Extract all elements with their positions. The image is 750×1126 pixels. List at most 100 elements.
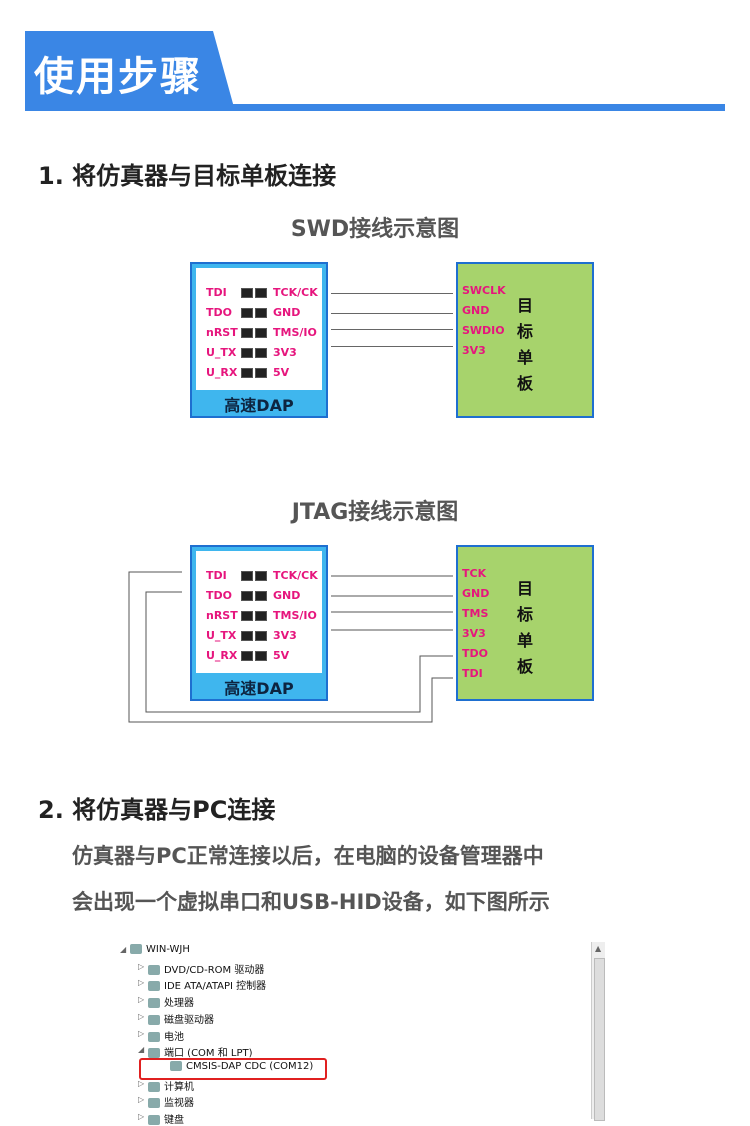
device-tree-label: 计算机 — [164, 1081, 194, 1093]
jtag-header-pin — [255, 631, 267, 641]
jtag-board-pin: TDI — [462, 667, 483, 680]
jtag-dap-pin-left: TDI — [206, 569, 227, 582]
swd-header-pin — [255, 328, 267, 338]
swd-header-pin — [241, 328, 253, 338]
battery-icon — [148, 1031, 160, 1042]
computer-icon — [130, 944, 142, 954]
device-tree-label: 处理器 — [164, 998, 194, 1010]
swd-board-pin: GND — [462, 304, 490, 317]
device-tree-label: DVD/CD-ROM 驱动器 — [164, 964, 265, 976]
jtag-header-pin — [241, 631, 253, 641]
device-tree-item[interactable]: WIN-WJH — [130, 944, 190, 955]
swd-header-pin — [255, 308, 267, 318]
swd-board-label-char: 单 — [517, 348, 534, 367]
swd-dap-pin-right: 3V3 — [273, 346, 297, 359]
device-tree-label: CMSIS-DAP CDC (COM12) — [186, 1060, 314, 1072]
cmsis-dap-highlight — [139, 1058, 327, 1080]
tree-expand-icon[interactable]: ▷ — [138, 978, 145, 988]
swd-dap-pin-right: TMS/IO — [273, 326, 317, 339]
jtag-header-pin — [241, 591, 253, 601]
device-tree-item[interactable]: 端口 (COM 和 LPT) — [148, 1044, 253, 1059]
tree-expand-icon[interactable]: ▷ — [138, 961, 145, 971]
port-icon — [170, 1060, 182, 1071]
swd-header-pin — [255, 288, 267, 298]
swd-header-pin — [255, 368, 267, 378]
device-tree-label: 磁盘驱动器 — [164, 1014, 214, 1026]
swd-board-label-char: 目 — [517, 296, 534, 315]
swd-dap-label: 高速DAP — [224, 396, 294, 415]
jtag-header-pin — [255, 591, 267, 601]
swd-wire — [331, 329, 453, 330]
jtag-dap-pin-right: 5V — [273, 649, 290, 662]
swd-header-pin — [255, 348, 267, 358]
disk-icon — [148, 1014, 160, 1025]
device-tree-label: 端口 (COM 和 LPT) — [164, 1048, 253, 1060]
device-tree-item[interactable]: 磁盘驱动器 — [148, 1011, 214, 1026]
dvd-icon — [148, 964, 160, 975]
swd-header-pin — [241, 368, 253, 378]
device-tree-item[interactable]: DVD/CD-ROM 驱动器 — [148, 961, 264, 976]
step2-description-line2: 会出现一个虚拟串口和USB-HID设备，如下图所示 — [72, 890, 550, 914]
device-manager-scrollbar[interactable]: ▲ — [591, 942, 605, 1121]
tree-expand-icon[interactable]: ▷ — [138, 1028, 145, 1038]
device-tree-item[interactable]: 处理器 — [148, 994, 194, 1009]
jtag-board-label-char: 目 — [517, 579, 534, 598]
tree-expand-icon[interactable]: ◢ — [120, 945, 127, 954]
swd-target-board — [456, 262, 594, 418]
swd-dap-pin-left: U_TX — [206, 346, 237, 359]
tree-expand-icon[interactable]: ▷ — [138, 1095, 145, 1105]
device-tree-item[interactable]: 电池 — [148, 1028, 184, 1043]
scroll-thumb[interactable] — [594, 958, 605, 1121]
jtag-caption: JTAG接线示意图 — [291, 500, 459, 525]
jtag-dap-pin-right: 3V3 — [273, 629, 297, 642]
swd-dap-pin-left: U_RX — [206, 366, 238, 379]
device-tree-label: IDE ATA/ATAPI 控制器 — [164, 981, 267, 993]
swd-header-pin — [241, 308, 253, 318]
jtag-board-pin: TCK — [462, 567, 487, 580]
jtag-dap-pin-left: U_RX — [206, 649, 238, 662]
keyboard-icon — [148, 1115, 160, 1125]
swd-wire — [331, 346, 453, 347]
computer-icon — [148, 1081, 160, 1092]
swd-header-pin — [241, 348, 253, 358]
device-tree-item[interactable]: CMSIS-DAP CDC (COM12) — [170, 1060, 314, 1072]
step2-title: 2. 将仿真器与PC连接 — [38, 796, 276, 824]
tree-expand-icon[interactable]: ▷ — [138, 1112, 145, 1121]
jtag-header-pin — [255, 571, 267, 581]
tree-expand-icon[interactable]: ▷ — [138, 1078, 145, 1088]
jtag-dap-pin-left: U_TX — [206, 629, 237, 642]
device-tree-item[interactable]: IDE ATA/ATAPI 控制器 — [148, 977, 266, 992]
jtag-board-label-char: 标 — [517, 605, 534, 624]
jtag-board-label-char: 单 — [517, 631, 534, 650]
jtag-dap-pin-right: TMS/IO — [273, 609, 317, 622]
device-tree-item[interactable]: 计算机 — [148, 1078, 194, 1093]
tree-expand-icon[interactable]: ▷ — [138, 1011, 145, 1021]
device-tree-label: 监视器 — [164, 1098, 194, 1110]
swd-dap-pin-right: TCK/CK — [273, 286, 318, 299]
jtag-board-pin: 3V3 — [462, 627, 486, 640]
jtag-board-label-char: 板 — [517, 657, 534, 676]
swd-board-pin: SWCLK — [462, 284, 506, 297]
swd-dap-pin-right: 5V — [273, 366, 290, 379]
page-title: 使用步骤 — [34, 54, 202, 100]
device-tree-item[interactable]: 监视器 — [148, 1094, 194, 1109]
jtag-dap-pin-right: TCK/CK — [273, 569, 318, 582]
jtag-dap-pin-left: nRST — [206, 609, 238, 622]
jtag-header-pin — [241, 571, 253, 581]
device-manager-panel — [110, 938, 605, 1119]
cpu-icon — [148, 998, 160, 1009]
swd-board-label-char: 标 — [517, 322, 534, 341]
tree-expand-icon[interactable]: ▷ — [138, 995, 145, 1005]
scroll-up-icon[interactable]: ▲ — [595, 944, 602, 953]
swd-dap-pin-left: TDI — [206, 286, 227, 299]
swd-dap-pin-left: nRST — [206, 326, 238, 339]
swd-dap-pin-left: TDO — [206, 306, 232, 319]
tree-expand-icon[interactable]: ◢ — [138, 1045, 145, 1055]
swd-board-pin: 3V3 — [462, 344, 486, 357]
swd-wire — [331, 313, 453, 314]
jtag-header-pin — [255, 651, 267, 661]
step1-title: 1. 将仿真器与目标单板连接 — [38, 162, 337, 190]
header-tab — [25, 31, 235, 111]
jtag-dap-pin-left: TDO — [206, 589, 232, 602]
